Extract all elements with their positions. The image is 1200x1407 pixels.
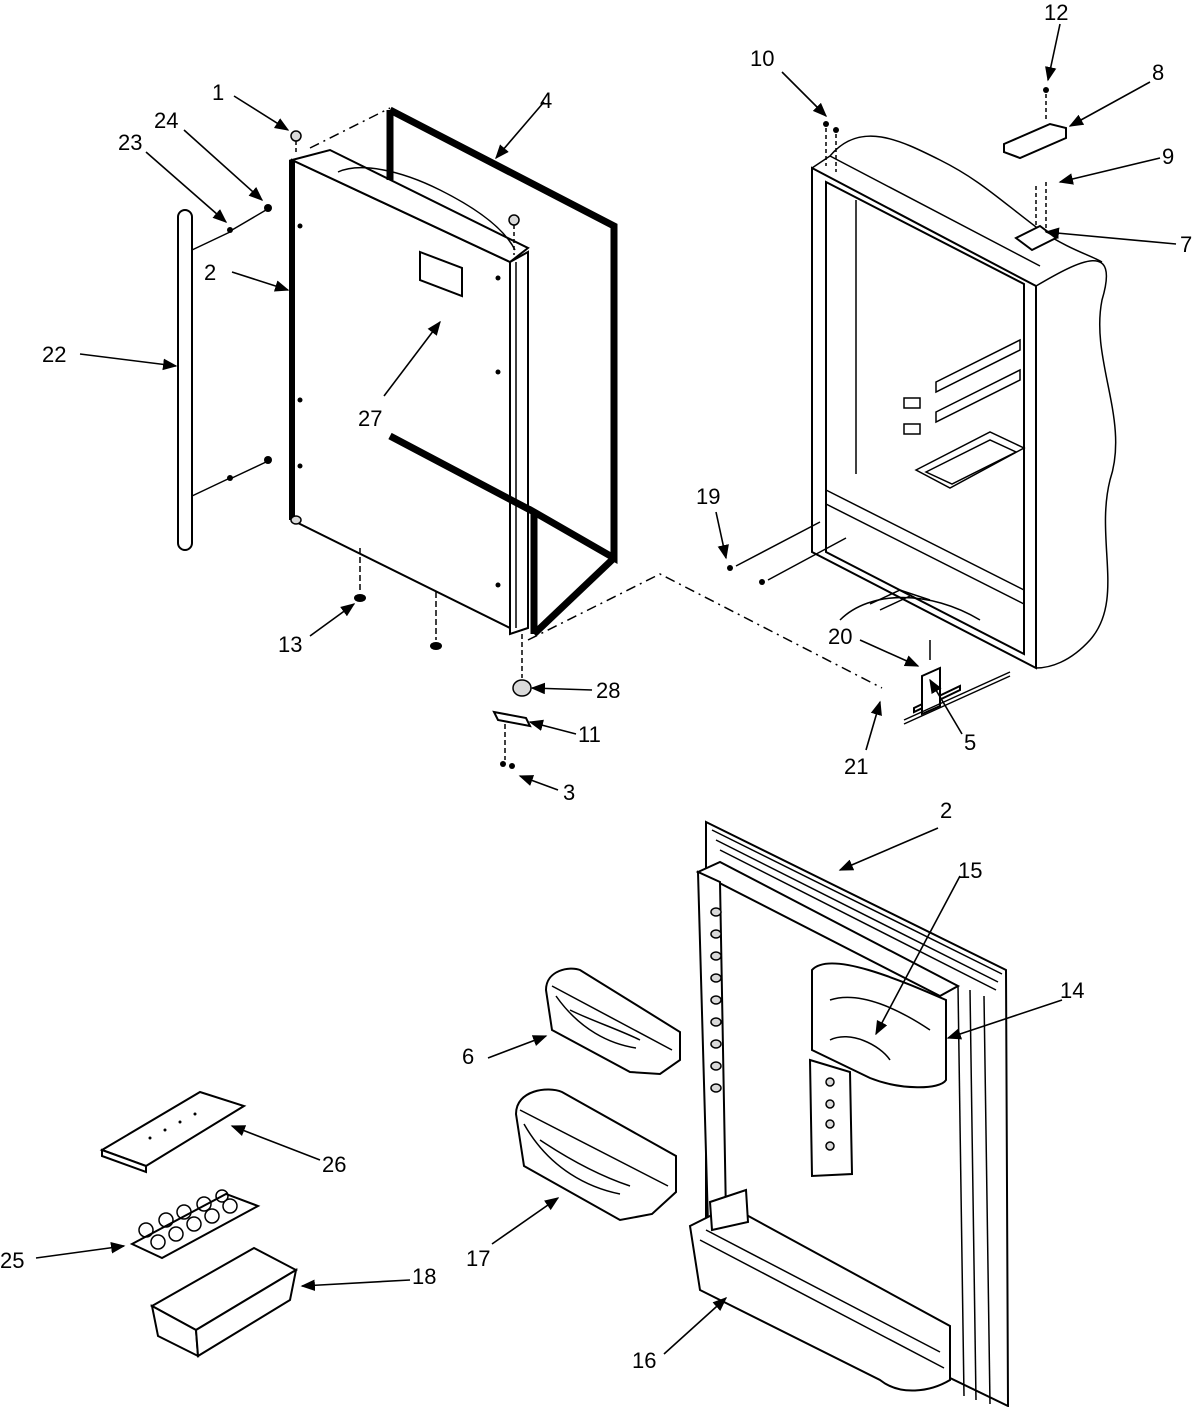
callout-14: 14 bbox=[1060, 978, 1084, 1003]
callout-13: 13 bbox=[278, 632, 302, 657]
door-bin-large bbox=[514, 1088, 677, 1222]
callout-11: 11 bbox=[578, 722, 601, 747]
callout-labels: 1 2 2 3 4 5 6 7 8 9 10 11 12 13 14 15 16… bbox=[0, 0, 1192, 1373]
callout-19: 19 bbox=[696, 484, 720, 509]
callout-9: 9 bbox=[1162, 144, 1174, 169]
screw bbox=[290, 130, 302, 142]
callout-15: 15 bbox=[958, 858, 982, 883]
callout-22: 22 bbox=[42, 342, 66, 367]
bottom-door-shelf bbox=[688, 1204, 951, 1392]
callout-10: 10 bbox=[750, 46, 774, 71]
callout-21: 21 bbox=[844, 754, 868, 779]
callout-27: 27 bbox=[358, 406, 382, 431]
callout-2-door: 2 bbox=[204, 260, 216, 285]
callout-20: 20 bbox=[828, 624, 852, 649]
leader-lines bbox=[35, 23, 1177, 1355]
handle bbox=[177, 204, 272, 551]
callout-1: 1 bbox=[212, 80, 224, 105]
callout-16: 16 bbox=[632, 1348, 656, 1373]
door-bin-small bbox=[544, 967, 681, 1076]
callout-18: 18 bbox=[412, 1264, 436, 1289]
cabinet bbox=[727, 87, 1117, 725]
callout-2-inner-door: 2 bbox=[940, 798, 952, 823]
callout-6: 6 bbox=[462, 1044, 474, 1069]
callout-24: 24 bbox=[154, 108, 178, 133]
butter-dish bbox=[149, 1246, 299, 1358]
shelf-cover bbox=[99, 1090, 247, 1174]
callout-7: 7 bbox=[1180, 232, 1192, 257]
lower-hinge bbox=[492, 679, 532, 769]
callout-25: 25 bbox=[0, 1248, 24, 1273]
callout-17: 17 bbox=[466, 1246, 490, 1271]
callout-4: 4 bbox=[540, 88, 552, 113]
door-gasket bbox=[386, 106, 618, 637]
callout-8: 8 bbox=[1152, 60, 1164, 85]
egg-tray bbox=[129, 1189, 261, 1260]
door-inner-assembly bbox=[688, 820, 1010, 1407]
callout-23: 23 bbox=[118, 130, 142, 155]
callout-5: 5 bbox=[964, 730, 976, 755]
door-assembly bbox=[289, 130, 530, 678]
label-plate bbox=[419, 250, 463, 298]
callout-12: 12 bbox=[1044, 0, 1068, 25]
callout-28: 28 bbox=[596, 678, 620, 703]
door-shelf-supports bbox=[710, 907, 722, 1093]
callout-3: 3 bbox=[563, 780, 575, 805]
callout-26: 26 bbox=[322, 1152, 346, 1177]
